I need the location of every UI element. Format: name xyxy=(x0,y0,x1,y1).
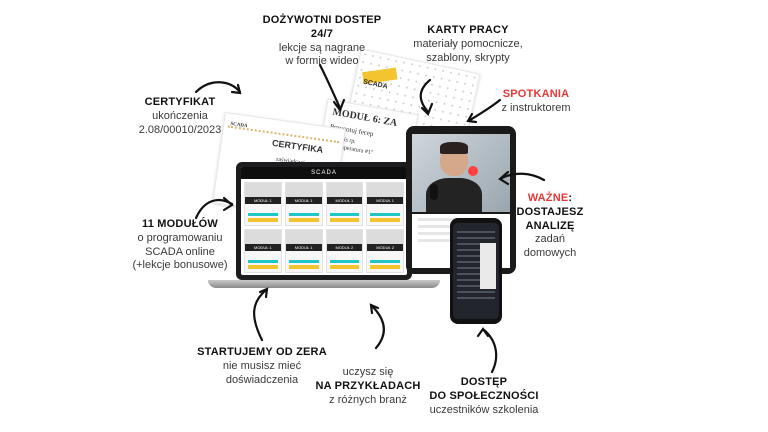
arrow-examples xyxy=(370,304,385,350)
laptop-base xyxy=(208,280,440,288)
lifetime-title: DOŻYWOTNI DOSTEP 24/7 xyxy=(262,14,382,40)
module-card[interactable]: MODUŁ 1 xyxy=(325,182,364,226)
laptop-header: SCADA xyxy=(241,167,407,179)
certificate-line1: ukończenia xyxy=(152,109,208,122)
certificate-line2: 2.08/00010/2023 xyxy=(138,123,222,136)
instructor-video[interactable] xyxy=(412,134,510,212)
module-card[interactable]: MODUŁ 1 xyxy=(244,229,282,273)
community-title2: DO SPOŁECZNOŚCI xyxy=(429,389,539,402)
label-modules: 11 MODUŁÓW o programowaniu SCADA online … xyxy=(124,218,236,273)
label-certificate: CERTYFIKAT ukończenia 2.08/00010/2023 xyxy=(130,96,230,137)
important-line4: domowych xyxy=(523,247,577,259)
arrow-start xyxy=(253,288,268,342)
important-line1: DOSTAJESZ xyxy=(516,205,584,218)
module-card[interactable]: MODUŁ 1 xyxy=(284,229,323,273)
module-card[interactable]: MODUŁ 1 xyxy=(244,182,282,226)
label-cards: KARTY PRACY materiały pomocnicze, szablo… xyxy=(408,24,528,65)
community-app-screen xyxy=(453,223,499,319)
instructor-hair xyxy=(440,142,468,154)
module-card[interactable]: MODUŁ 2 xyxy=(366,229,404,273)
certificate-title: CERTYFIKAT xyxy=(144,96,216,108)
examples-line2: z różnych branż xyxy=(329,393,407,406)
cards-line1: materiały pomocnicze, xyxy=(413,37,523,50)
start-title: STARTUJEMY OD ZERA xyxy=(197,346,327,358)
lifetime-line1: lekcje są nagrane xyxy=(278,41,366,54)
label-community: DOSTĘP DO SPOŁECZNOŚCI uczestników szkol… xyxy=(422,376,546,417)
examples-line1: uczysz się xyxy=(342,366,394,378)
label-examples: uczysz się NA PRZYKŁADACH z różnych bran… xyxy=(312,366,424,407)
microphone-icon xyxy=(430,184,438,200)
laptop-display: SCADA MODUŁ 1 MODUŁ 1 MODUŁ 1 MODUŁ 1 MO… xyxy=(241,167,407,275)
meetings-line1: z instruktorem xyxy=(501,101,571,114)
modules-line2: SCADA online xyxy=(145,245,215,258)
community-post-card xyxy=(480,243,496,289)
arrow-community xyxy=(482,328,498,374)
label-meetings: SPOTKANIA z instruktorem xyxy=(494,88,578,116)
phone-device xyxy=(450,218,502,324)
modules-title: 11 MODUŁÓW xyxy=(142,218,218,230)
module-card[interactable]: MODUŁ 1 xyxy=(366,182,404,226)
arrow-cert xyxy=(194,81,242,94)
label-important: WAŻNE: DOSTAJESZ ANALIZĘ zadań domowych xyxy=(500,192,600,261)
module-card[interactable]: MODUŁ 1 xyxy=(284,182,323,226)
start-line2: doświadczenia xyxy=(225,373,299,386)
record-icon xyxy=(468,166,478,176)
label-lifetime: DOŻYWOTNI DOSTEP 24/7 lekcje są nagrane … xyxy=(254,14,390,69)
meetings-title: SPOTKANIA xyxy=(502,88,570,100)
cards-line2: szablony, skrypty xyxy=(426,51,510,64)
label-start: STARTUJEMY OD ZERA nie musisz mieć doświ… xyxy=(192,346,332,387)
start-line1: nie musisz mieć xyxy=(222,359,302,372)
important-title: WAŻNE xyxy=(527,192,569,204)
module-grid: MODUŁ 1 MODUŁ 1 MODUŁ 1 MODUŁ 1 MODUŁ 1 … xyxy=(241,179,407,275)
certificate-doc-title: CERTYFIKA xyxy=(271,137,324,155)
examples-title: NA PRZYKŁADACH xyxy=(315,379,421,392)
community-line1: uczestników szkolenia xyxy=(429,403,539,416)
important-line2: ANALIZĘ xyxy=(525,219,575,232)
module-card[interactable]: MODUŁ 2 xyxy=(325,229,364,273)
modules-line3: (+lekcje bonusowe) xyxy=(132,259,228,272)
important-colon: : xyxy=(568,192,573,204)
community-title1: DOSTĘP xyxy=(460,376,508,388)
modules-line1: o programowaniu xyxy=(137,231,223,244)
important-line3: zadań xyxy=(535,233,565,246)
lifetime-line2: w formie wideo xyxy=(285,55,359,68)
cards-title: KARTY PRACY xyxy=(427,24,509,36)
laptop-screen: SCADA MODUŁ 1 MODUŁ 1 MODUŁ 1 MODUŁ 1 MO… xyxy=(236,162,412,280)
